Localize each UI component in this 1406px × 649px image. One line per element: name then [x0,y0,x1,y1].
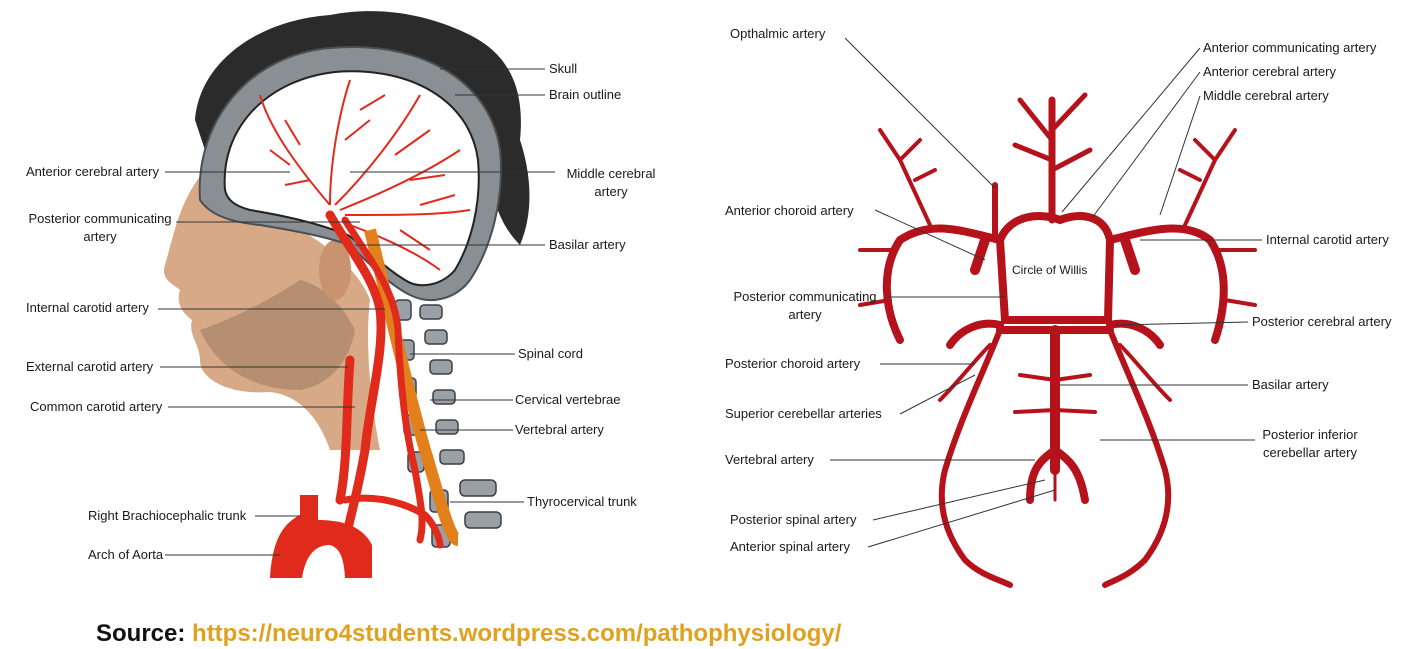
label-skull: Skull [549,61,577,77]
source-prefix: Source: [96,620,185,647]
label-thyrocervical-trunk: Thyrocervical trunk [527,494,637,510]
label-middle-cerebral-artery-right: Middle cerebral artery [1203,88,1329,104]
label-posterior-choroid-artery: Posterior choroid artery [725,356,860,372]
label-internal-carotid-artery-right: Internal carotid artery [1266,232,1389,248]
label-posterior-communicating-line2: artery [20,229,180,245]
circle-of-willis-diagram [860,95,1255,585]
label-external-carotid-artery: External carotid artery [26,359,153,375]
label-brain-outline: Brain outline [549,87,621,103]
label-posterior-communicating-right-line1: Posterior communicating [720,289,890,305]
label-posterior-communicating-right-line2: artery [720,307,890,323]
source-credit: Source: https://neuro4students.wordpress… [96,620,841,648]
label-opthalmic-artery: Opthalmic artery [730,26,825,42]
label-arch-of-aorta: Arch of Aorta [88,547,163,563]
label-posterior-cerebral-artery: Posterior cerebral artery [1252,314,1391,330]
label-middle-cerebral-artery-line1: Middle cerebral [556,166,666,182]
label-vertebral-artery-left: Vertebral artery [515,422,604,438]
source-url-link[interactable]: https://neuro4students.wordpress.com/pat… [192,620,841,647]
label-anterior-cerebral-artery-right: Anterior cerebral artery [1203,64,1336,80]
label-cervical-vertebrae: Cervical vertebrae [515,392,621,408]
label-posterior-communicating-line1: Posterior communicating [20,211,180,227]
label-superior-cerebellar-arteries: Superior cerebellar arteries [725,406,882,422]
label-anterior-choroid-artery: Anterior choroid artery [725,203,854,219]
label-common-carotid-artery: Common carotid artery [30,399,162,415]
label-middle-cerebral-artery-line2: artery [556,184,666,200]
label-anterior-spinal-artery: Anterior spinal artery [730,539,850,555]
label-basilar-artery: Basilar artery [549,237,626,253]
label-spinal-cord: Spinal cord [518,346,583,362]
label-circle-of-willis: Circle of Willis [1012,262,1087,278]
label-pica-line2: cerebellar artery [1245,445,1375,461]
label-posterior-spinal-artery: Posterior spinal artery [730,512,856,528]
label-internal-carotid-artery: Internal carotid artery [26,300,149,316]
label-anterior-communicating-artery: Anterior communicating artery [1203,40,1376,56]
label-pica-line1: Posterior inferior [1245,427,1375,443]
label-vertebral-artery-right: Vertebral artery [725,452,814,468]
leader-lines-right [830,38,1262,547]
label-basilar-artery-right: Basilar artery [1252,377,1329,393]
label-right-brachiocephalic-trunk: Right Brachiocephalic trunk [88,508,246,524]
label-anterior-cerebral-artery: Anterior cerebral artery [26,164,159,180]
